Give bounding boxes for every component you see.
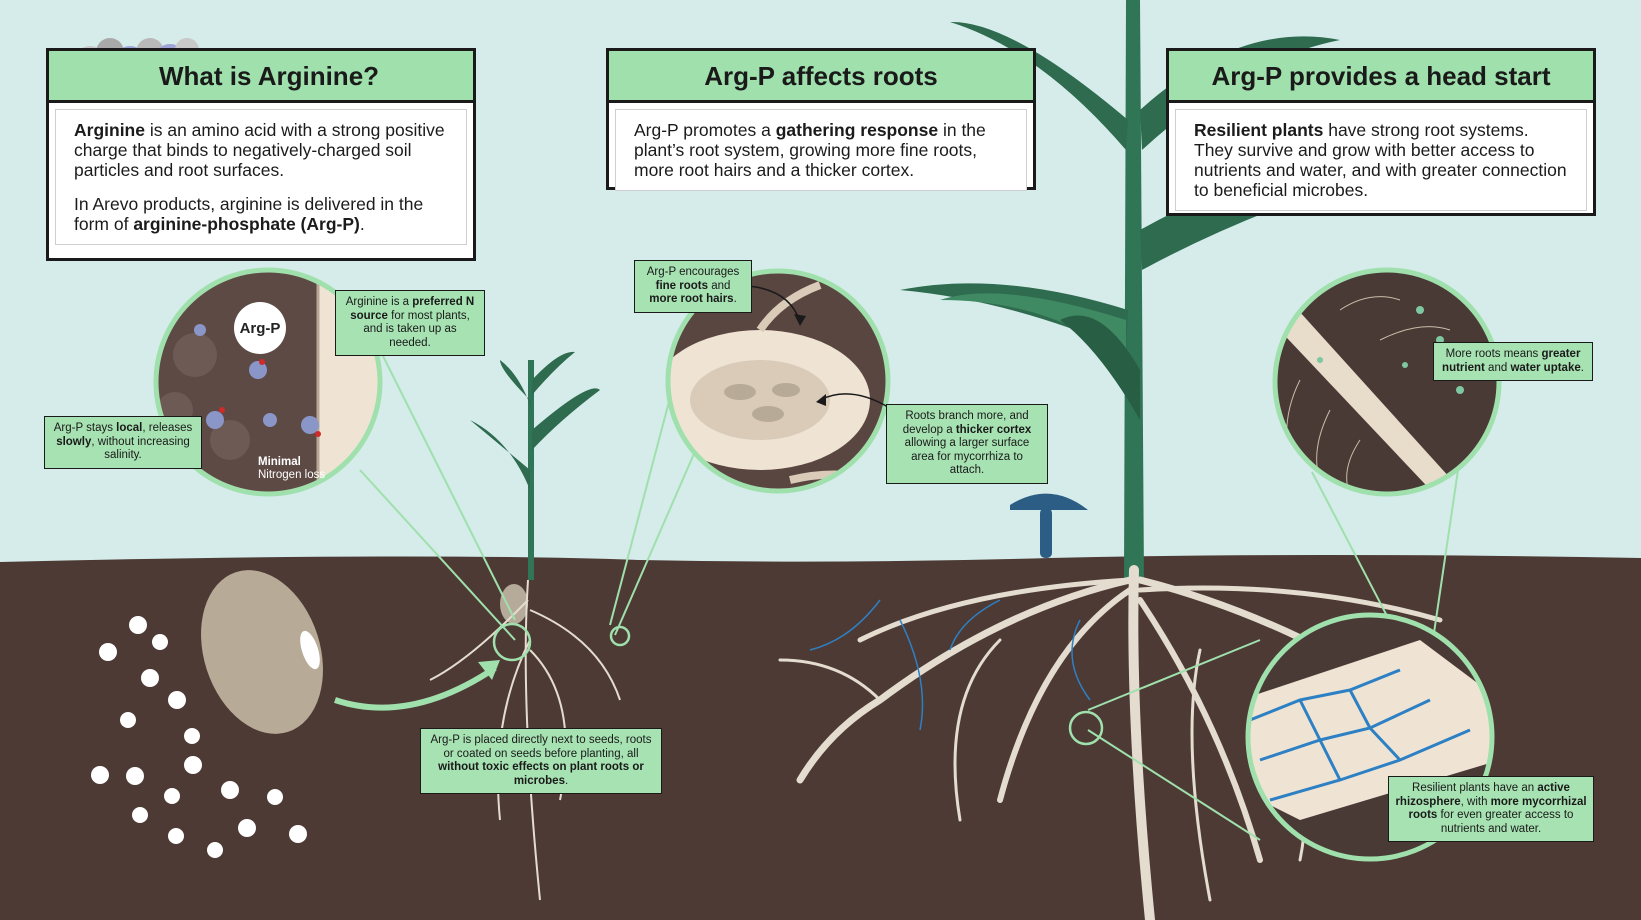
seed-arrow	[334, 665, 497, 711]
zoom-circle-root-hairs	[1277, 272, 1497, 492]
roots-paragraph: Arg-P promotes a gathering response in t…	[634, 120, 1008, 180]
roots-text-start: Arg-P promotes a	[634, 120, 776, 140]
nitrogen-loss-label: Minimal Nitrogen loss	[258, 456, 325, 482]
callout-greater-uptake: More roots means greater nutrient and wa…	[1433, 342, 1593, 381]
roots-info-box: Arg-P affects roots Arg-P promotes a gat…	[606, 48, 1036, 191]
callout-text: allowing a larger surface area for mycor…	[904, 437, 1030, 476]
arginine-text: is an amino acid with a strong positive …	[74, 120, 445, 180]
callout-bold: more mycorrhizal roots	[1408, 795, 1587, 822]
resilient-plants-bold: Resilient plants	[1194, 120, 1324, 140]
callout-text: Arg-P is placed directly next to seeds, …	[430, 734, 652, 760]
roots-text-rest: in the plant’s root system, growing more…	[634, 120, 986, 180]
callout-text: Resilient plants have an	[1412, 782, 1538, 794]
callout-bold: local	[116, 422, 143, 434]
callout-text: Roots branch more, and develop a	[902, 410, 1029, 436]
callout-bold: slowly	[56, 435, 92, 448]
granules	[91, 616, 307, 858]
callout-preferred-n: Arginine is a preferred N source for mos…	[335, 290, 485, 356]
arg-p-label: Arg-P	[234, 302, 286, 354]
headstart-text: have strong root systems. They survive a…	[1194, 120, 1567, 200]
callout-bold: more root hairs	[649, 293, 734, 305]
callout-bold: greater nutrient	[1442, 348, 1581, 374]
arginine-info-box: What is Arginine? Arginine is an amino a…	[46, 48, 476, 261]
seedling	[470, 351, 600, 624]
roots-info-title: Arg-P affects roots	[609, 51, 1033, 103]
zoom-circle-root-section	[670, 273, 886, 489]
arginine-info-title: What is Arginine?	[49, 51, 473, 103]
callout-text: .	[733, 293, 737, 305]
period: .	[359, 214, 365, 234]
headstart-info-body: Resilient plants have strong root system…	[1175, 109, 1587, 211]
callout-text: Arginine is a	[345, 296, 413, 308]
arginine-bold: Arginine	[74, 120, 145, 140]
callout-bold: preferred N source	[350, 296, 475, 322]
roots-info-body: Arg-P promotes a gathering response in t…	[615, 109, 1027, 191]
arginine-paragraph-2: In Arevo products, arginine is delivered…	[74, 194, 448, 234]
callout-bold: active rhizosphere	[1395, 782, 1570, 808]
arevo-text: In Arevo products, arginine is delivered…	[74, 194, 424, 234]
gathering-response-bold: gathering response	[775, 120, 939, 140]
callout-text: and	[1484, 361, 1511, 374]
callout-text: .	[1580, 361, 1584, 374]
callout-text: .	[564, 774, 569, 787]
nitrogen-loss-text: Nitrogen loss	[258, 469, 326, 481]
minimal-bold: Minimal	[258, 456, 301, 468]
callout-text: , releases	[142, 422, 193, 434]
callout-bold: water uptake	[1510, 361, 1581, 374]
callout-bold: thicker cortex	[955, 423, 1032, 436]
seed	[201, 570, 323, 734]
callout-text: Arg-P stays	[53, 422, 117, 434]
headstart-paragraph: Resilient plants have strong root system…	[1194, 120, 1568, 200]
callout-text: More roots means	[1445, 348, 1542, 360]
arg-p-bold: arginine-phosphate (Arg-P)	[133, 214, 360, 234]
callout-text: , without increasing salinity.	[91, 435, 190, 462]
arginine-info-body: Arginine is an amino acid with a strong …	[55, 109, 467, 245]
callout-text: Arg-P encourages	[646, 266, 740, 278]
headstart-info-title: Arg-P provides a head start	[1169, 51, 1593, 103]
mycorrhiza-network	[809, 599, 1091, 731]
callout-active-rhizosphere: Resilient plants have an active rhizosph…	[1388, 776, 1594, 842]
callout-fine-roots: Arg-P encourages fine roots and more roo…	[634, 260, 752, 313]
arginine-paragraph-1: Arginine is an amino acid with a strong …	[74, 120, 448, 180]
mushroom	[1010, 493, 1088, 558]
headstart-info-box: Arg-P provides a head start Resilient pl…	[1166, 48, 1596, 216]
callout-bold: fine roots	[655, 279, 708, 292]
callout-text: , with	[1460, 795, 1491, 808]
callout-thicker-cortex: Roots branch more, and develop a thicker…	[886, 404, 1048, 484]
callout-text: and	[708, 279, 731, 292]
callout-bold: without toxic effects on plant roots or …	[438, 761, 644, 787]
soil-ground	[0, 555, 1641, 920]
callout-text: for most plants, and is taken up as need…	[363, 309, 470, 349]
callout-text: for even greater access to nutrients and…	[1437, 809, 1574, 835]
callout-placement: Arg-P is placed directly next to seeds, …	[420, 728, 662, 794]
seed-arrow-head	[478, 660, 500, 680]
callout-stays-local: Arg-P stays local, releases slowly, with…	[44, 416, 202, 469]
